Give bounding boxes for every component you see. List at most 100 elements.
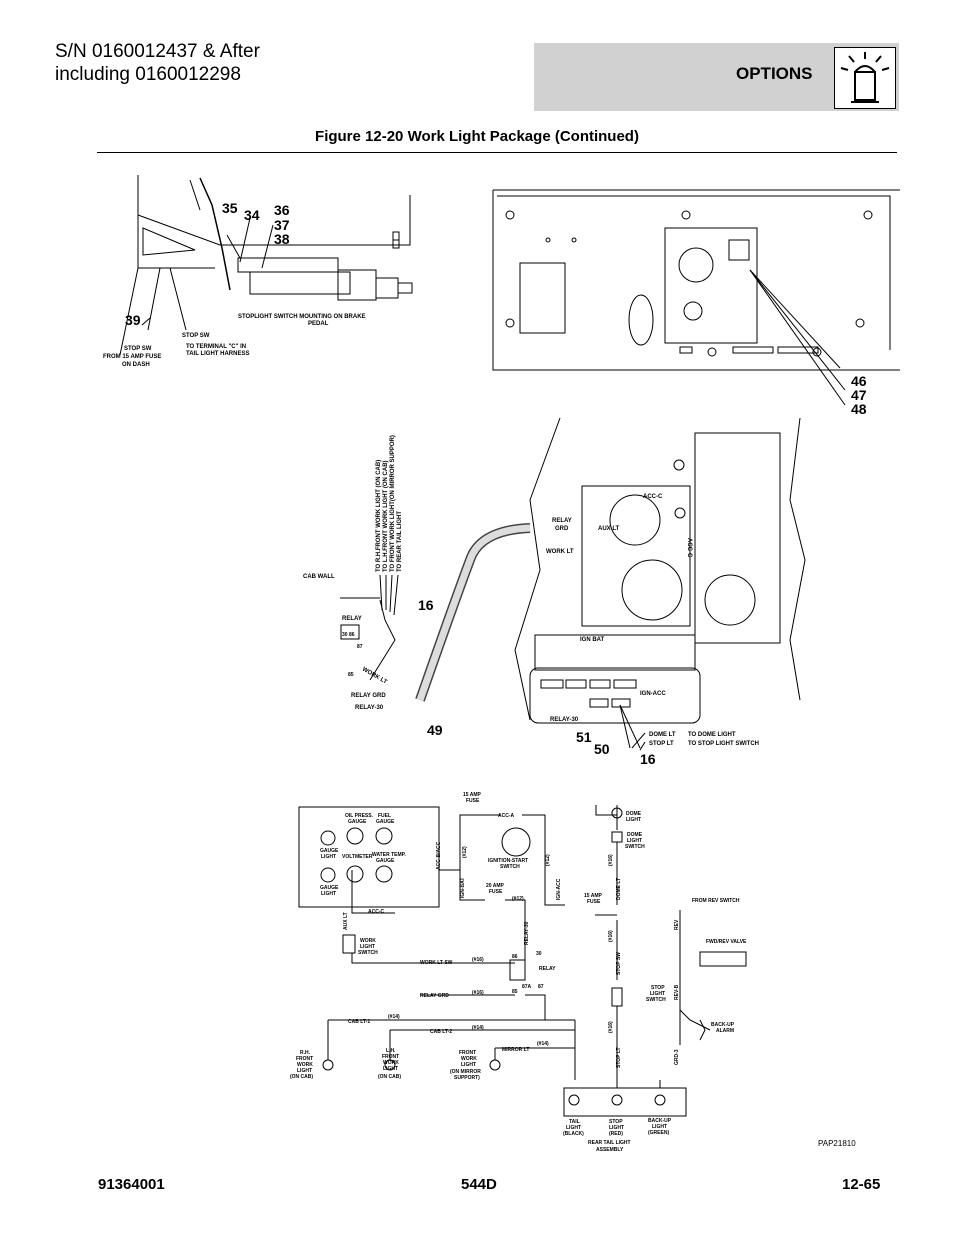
sch-fr-3: LIGHT xyxy=(461,1062,476,1068)
sch-sls-2: LIGHT xyxy=(650,991,665,997)
serial-line-1: S/N 0160012437 & After xyxy=(55,41,260,62)
sch-ign-acc: IGN-ACC xyxy=(556,878,562,900)
label-stop-sw-2: STOP SW xyxy=(182,333,210,339)
serial-line-2: including 0160012298 xyxy=(55,64,241,85)
sch-oil-press-1: OIL PRESS. xyxy=(345,813,374,819)
label-ign-acc: IGN-ACC xyxy=(640,691,666,697)
callout-36: 36 xyxy=(274,202,290,218)
brake-pedal-view xyxy=(119,175,413,356)
dash-panel-view xyxy=(492,189,900,406)
label-to-lh: TO L.H.FRONT WORK LIGHT (ON CAB) xyxy=(383,460,389,572)
callout-38: 38 xyxy=(274,231,290,247)
sch-water-1: WATER TEMP. xyxy=(372,852,406,858)
label-mounting-2: PEDAL xyxy=(308,321,329,327)
sch-bu-2: ALARM xyxy=(716,1028,734,1034)
sch-grd-3: GRD-3 xyxy=(674,1049,680,1065)
callout-47: 47 xyxy=(851,387,867,403)
sch-stop-lt: STOP LT xyxy=(616,1047,622,1068)
sch-fuse15-2: FUSE xyxy=(466,798,480,804)
footer-part-number: 91364001 xyxy=(98,1176,165,1193)
sch-ign-1: IGNITION-START xyxy=(488,858,528,864)
label-from-fuse-1: FROM 15 AMP FUSE xyxy=(103,354,161,360)
sch-stopl-2: LIGHT xyxy=(609,1125,624,1131)
sch-fuse15b-1: 15 AMP xyxy=(584,893,603,899)
callout-34: 34 xyxy=(244,207,260,223)
sch-n16a: (#16) xyxy=(472,957,484,963)
sch-n12c: (#12) xyxy=(512,896,524,902)
sch-fwdrev: FWD/REV VALVE xyxy=(706,939,747,945)
sch-tail-3: (BLACK) xyxy=(563,1131,584,1137)
sch-oil-press-2: GAUGE xyxy=(348,819,367,825)
sch-relay-grd: RELAY GRD xyxy=(420,993,449,999)
sch-rear-1: REAR TAIL LIGHT xyxy=(588,1140,631,1146)
sch-wls-1: WORK xyxy=(360,938,376,944)
sch-fr-1: FRONT xyxy=(459,1050,476,1056)
sch-fuel-1: FUEL xyxy=(378,813,391,819)
sch-tail-2: LIGHT xyxy=(566,1125,581,1131)
sch-stop-sw: STOP SW xyxy=(616,952,622,975)
sch-bul-3: (GREEN) xyxy=(648,1130,669,1136)
callout-35: 35 xyxy=(222,200,238,216)
sch-cab-lt2: CAB LT-2 xyxy=(430,1029,452,1035)
sch-n14a: (#14) xyxy=(388,1014,400,1020)
label-ign-bat: IGN BAT xyxy=(580,637,605,643)
label-to-terminal-1: TO TERMINAL "C" IN xyxy=(186,344,246,350)
label-stop-sw-1: STOP SW xyxy=(124,346,152,352)
sch-gauge-light-a2: LIGHT xyxy=(321,854,336,860)
sch-rev-b: REV-B xyxy=(674,984,680,1000)
callout-16-panel: 16 xyxy=(640,751,656,767)
label-to-front: TO FRONT WORK LIGHT(ON MIRROR SUPPOR) xyxy=(390,435,396,572)
section-title: OPTIONS xyxy=(736,64,813,83)
label-cab-wall: CAB WALL xyxy=(303,574,335,580)
callout-16-harness: 16 xyxy=(418,597,434,613)
sch-tail-1: TAIL xyxy=(569,1119,580,1125)
sch-acc-b-acc: ACC-B/ACC xyxy=(436,841,442,870)
sch-p87: 87 xyxy=(538,984,544,990)
sch-acc-a: ACC-A xyxy=(498,813,514,819)
sch-rh-5: (ON CAB) xyxy=(290,1074,313,1080)
sch-wls-3: SWITCH xyxy=(358,950,378,956)
sch-lh-3: WORK xyxy=(383,1060,399,1066)
label-work-lt: WORK LT xyxy=(361,667,388,686)
sch-fuse15b-2: FUSE xyxy=(587,899,601,905)
sch-stopl-3: (RED) xyxy=(609,1131,623,1137)
serial-number-heading: S/N 0160012437 & After including 0160012… xyxy=(55,40,260,86)
sch-cab-lt1: CAB LT-1 xyxy=(348,1019,370,1025)
harness-panel-view xyxy=(340,417,806,751)
sch-sls-1: STOP xyxy=(651,985,665,991)
sch-n16e: (#16) xyxy=(608,1021,614,1033)
footer-model: 544D xyxy=(461,1176,497,1193)
sch-rev: REV xyxy=(674,919,680,930)
sch-bul-1: BACK-UP xyxy=(648,1118,672,1124)
sch-dls-2: LIGHT xyxy=(627,838,642,844)
callout-37: 37 xyxy=(274,217,290,233)
sch-aux-lt: AUX LT xyxy=(343,912,349,930)
sch-lh-5: (ON CAB) xyxy=(378,1074,401,1080)
options-light-icon xyxy=(834,47,896,109)
sch-n14c: (#14) xyxy=(537,1041,549,1047)
sch-dls-3: SWITCH xyxy=(625,844,645,850)
sch-wls-2: LIGHT xyxy=(360,944,375,950)
wiring-schematic xyxy=(298,805,747,1117)
sch-gauge-light-b1: GAUGE xyxy=(320,885,339,891)
sch-rh-4: LIGHT xyxy=(297,1068,312,1074)
sch-dome-2: LIGHT xyxy=(626,817,641,823)
label-to-rear: TO REAR TAIL LIGHT xyxy=(397,511,403,572)
label-from-fuse-2: ON DASH xyxy=(122,362,150,368)
sch-relay-30: RELAY-30 xyxy=(524,921,530,945)
figure-title: Figure 12-20 Work Light Package (Continu… xyxy=(315,128,639,145)
label-to-terminal-2: TAIL LIGHT HARNESS xyxy=(186,351,249,357)
sch-fr-5: SUPPORT) xyxy=(454,1075,480,1081)
sch-bu-1: BACK-UP xyxy=(711,1022,735,1028)
sch-voltmeter: VOLTMETER xyxy=(342,854,373,860)
sch-rh-2: FRONT xyxy=(296,1056,313,1062)
sch-acc-c: ACC-C xyxy=(368,909,384,915)
label-stop-lt: STOP LT xyxy=(649,741,674,747)
sch-n16b: (#16) xyxy=(472,990,484,996)
sch-fuse15-1: 15 AMP xyxy=(463,792,482,798)
header-rule xyxy=(97,152,897,153)
sch-p85: 85 xyxy=(512,989,518,995)
sch-fuse20-1: 20 AMP xyxy=(486,883,505,889)
label-relay-grd-panel-2: GRD xyxy=(555,526,569,532)
